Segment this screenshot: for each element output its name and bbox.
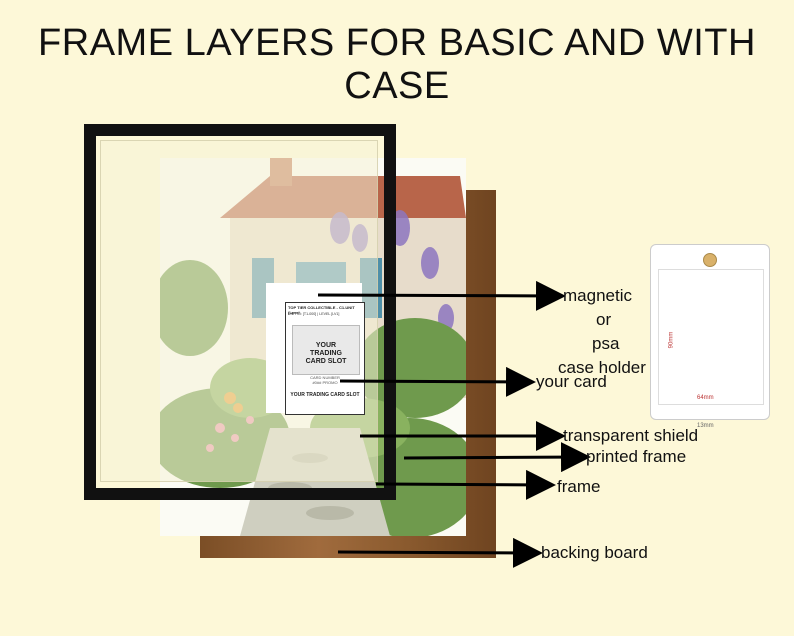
card-top-line: TOP TIER COLLECTIBLE - C1-UNIT (Level	[288, 305, 355, 315]
label-printed-frame: printed frame	[586, 447, 687, 466]
label-frame: frame	[557, 477, 601, 496]
label-case-holder: case holder	[558, 358, 646, 377]
card-sub-line: UNIT ID: [T1-000] | LEVEL [LV1]	[288, 312, 340, 316]
magnet-icon	[703, 253, 717, 267]
arrow-magnetic	[317, 280, 566, 311]
slot-line-2: TRADING	[310, 350, 342, 357]
page-title: FRAME LAYERS FOR BASIC AND WITH CASE	[38, 22, 756, 107]
card-number: CARD NUMBER	[310, 375, 340, 380]
label-your-card: your card	[536, 372, 607, 391]
case-height-dim: 90mm	[668, 331, 675, 349]
label-transparent-shield: transparent shield	[563, 426, 699, 445]
arrow-printed-frame	[403, 442, 591, 473]
slot-line-3: CARD SLOT	[305, 358, 347, 365]
label-magnetic: magnetic	[563, 286, 632, 305]
arrow-your-card	[339, 366, 536, 397]
arrow-backing-board	[337, 537, 543, 568]
trading-card: TOP TIER COLLECTIBLE - C1-UNIT (Level UN…	[285, 302, 365, 415]
slot-line-1: YOUR	[315, 342, 337, 349]
arrow-frame	[375, 469, 556, 500]
label-or: or	[596, 310, 612, 329]
case-width-dim: 64mm	[697, 395, 714, 401]
case-depth-dim: 13mm	[697, 423, 714, 429]
label-psa: psa	[592, 334, 620, 353]
case-card-window	[658, 269, 764, 405]
magnetic-case-holder: 64mm 90mm 13mm	[650, 244, 770, 429]
card-bottom-line: YOUR TRADING CARD SLOT	[290, 392, 360, 398]
black-frame	[84, 124, 396, 500]
card-promo: #0## PROMO	[312, 380, 338, 385]
card-slot: YOUR TRADING CARD SLOT	[292, 325, 360, 375]
label-backing-board: backing board	[541, 543, 648, 562]
